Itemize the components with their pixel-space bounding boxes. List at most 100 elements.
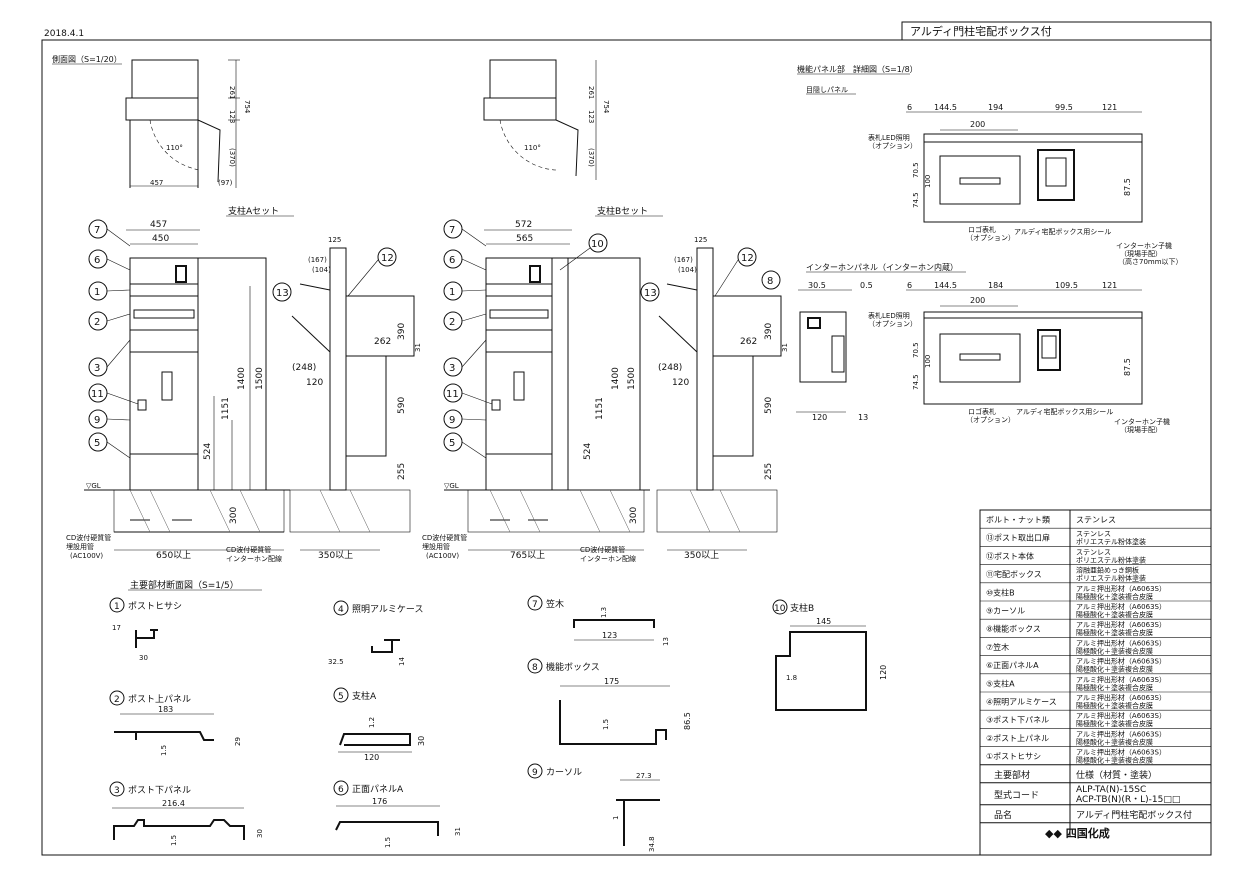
callout-11-b: 11: [446, 389, 459, 400]
sec-6-dim-c: 31: [454, 827, 462, 836]
spec-row-material: 陽極酸化＋塗装複合皮膜: [1076, 592, 1153, 601]
side-b-dim-261: 261: [587, 86, 595, 99]
side-view-b: 110° 261 123 754 (370): [483, 59, 610, 180]
d1-dim-74: 74.5: [912, 192, 920, 208]
d1-dim-200: 200: [970, 120, 985, 129]
spec-row-material: アルミ押出形材（A6063S）: [1076, 620, 1166, 629]
callout-13-b: 13: [644, 288, 657, 299]
spec-row-part: ⑬ポスト取出口扉: [986, 533, 1050, 543]
side-dim-261: 261: [228, 86, 236, 99]
set-a-note-left-1: CD波付硬質管: [66, 533, 111, 542]
callout-9-b: 9: [449, 415, 455, 426]
spec-row-part: ③ポスト下パネル: [986, 716, 1049, 725]
side-dim-13: 13: [858, 413, 868, 422]
spec-row-material: アルミ押出形材（A6063S）: [1076, 657, 1166, 666]
spec-table-frame: [979, 509, 1212, 856]
set-b-foundation: 765以上: [510, 550, 545, 561]
sec-9-name: カーソル: [546, 767, 582, 778]
callout-10-b: 10: [591, 239, 604, 250]
set-b-callouts: 7 6 1 2 3 11 9 5 10: [443, 219, 608, 459]
set-a-label: 支柱Aセット: [228, 205, 279, 217]
sec-2-name: ポスト上パネル: [128, 694, 191, 705]
set-b-side-350: 350以上: [684, 550, 719, 561]
sec-5-name: 支柱A: [352, 690, 377, 702]
d2-note-led-opt: （オプション）: [868, 320, 917, 328]
spec-row-material: 陽極酸化＋塗装複合皮膜: [1076, 646, 1153, 655]
spec-row-material: アルミ押出形材（A6063S）: [1076, 675, 1166, 684]
spec-row-part: ⑦笠木: [986, 642, 1009, 652]
d2-dim-6: 6: [907, 281, 912, 290]
sec-1-name: ポストヒサシ: [128, 601, 182, 612]
sections-label: 主要部材断面図（S=1/5）: [130, 579, 239, 591]
spec-footer-value: 仕様（材質・塗装）: [1076, 769, 1157, 781]
d1-note-intercom: インターホン子機: [1116, 241, 1172, 250]
sec-8-name: 機能ボックス: [546, 661, 600, 673]
sec-8-no: 8: [532, 663, 538, 673]
spec-row-material: 陽極酸化＋塗装複合皮膜: [1076, 719, 1153, 728]
set-b-height-300: 300: [629, 507, 639, 524]
set-a-side-104: (104): [312, 266, 331, 274]
spec-row-material: 陽極酸化＋塗装複合皮膜: [1076, 756, 1153, 765]
set-b-height-1151: 1151: [595, 397, 605, 420]
sec-5-dim-c: 30: [417, 736, 426, 746]
set-b-side-590: 590: [764, 397, 774, 414]
spec-row-material: ステンレス: [1076, 516, 1116, 525]
sec-9-dim-b: 1: [612, 816, 620, 820]
set-b-side-248: (248): [658, 363, 682, 373]
sec-9-dim-c: 34.8: [648, 836, 656, 852]
callout-12-b: 12: [741, 253, 754, 264]
sec-9-no: 9: [532, 768, 538, 778]
spec-row-part: ④照明アルミケース: [986, 698, 1057, 707]
sec-4-no: 4: [338, 605, 344, 615]
set-a-side-31: 31: [414, 343, 422, 352]
d1-dim-87: 87.5: [1123, 178, 1132, 196]
set-b-note-right-1: CD波付硬質管: [580, 545, 625, 554]
sec-3-name: ポスト下パネル: [128, 785, 191, 796]
d2-dim-200: 200: [970, 296, 985, 305]
set-b-side-section: 350以上 125 (167) (104) 390 262 31 (248) 1…: [640, 236, 789, 561]
spec-footer-label: 品名: [994, 809, 1012, 821]
side-dim-97: (97): [218, 179, 233, 187]
set-a-note-right-2: インターホン配線: [226, 554, 282, 563]
set-a-gl: ▽GL: [86, 482, 101, 490]
sec-10-dim-a: 145: [816, 617, 831, 626]
sec-1-no: 1: [114, 602, 120, 612]
d1-dim-100: 100: [924, 175, 932, 188]
spec-row-material: 陽極酸化＋塗装複合皮膜: [1076, 610, 1153, 619]
side-dim-754: 754: [243, 100, 251, 114]
set-b-side-120: 120: [672, 378, 689, 388]
detail-sub1: 目隠しパネル: [806, 85, 848, 94]
side-b-dim-123: 123: [587, 110, 595, 123]
sec-2-dim-a: 183: [158, 705, 173, 714]
spec-row-material: 陽極酸化＋塗装複合皮膜: [1076, 701, 1153, 710]
set-b-width-572: 572: [515, 220, 532, 230]
drawing-title: アルディ門柱宅配ボックス付: [910, 24, 1052, 38]
sec-3-dim-b: 1.5: [170, 835, 178, 846]
sec-6-dim-a: 176: [372, 797, 387, 806]
sheet-border: [41, 39, 1212, 856]
sec-7-dim-c: 13: [662, 637, 670, 646]
spec-row-material: 陽極酸化＋塗装複合皮膜: [1076, 737, 1153, 746]
spec-row-material: アルミ押出形材（A6063S）: [1076, 602, 1166, 611]
sec-10-dim-c: 120: [879, 665, 888, 680]
sec-10-dim-b: 1.8: [786, 674, 797, 682]
set-a-front-view: 支柱Aセット 457 450 ▽GL 650以上 CD波付硬質管 埋設用管 (A…: [66, 205, 294, 563]
d1-dim-70: 70.5: [912, 162, 920, 178]
side-b-angle: 110°: [524, 144, 541, 152]
d2-note-site: （現場手配）: [1120, 425, 1162, 434]
side-angle: 110°: [166, 144, 183, 152]
set-b-side-167: (167): [674, 256, 693, 264]
d1-dim-144: 144.5: [934, 103, 957, 112]
sec-8-dim-a: 175: [604, 677, 619, 686]
side-dim-30: 30.5: [808, 281, 826, 290]
spec-table: ボルト・ナット類ステンレス⑬ポスト取出口扉ステンレスポリエステル粉体塗装⑫ポスト…: [979, 509, 1212, 856]
set-a-side-590: 590: [397, 397, 407, 414]
side-b-dim-370: (370): [587, 148, 595, 167]
callout-3-a: 3: [94, 363, 100, 374]
set-b-note-right-2: インターホン配線: [580, 554, 636, 563]
d2-dim-74: 74.5: [912, 374, 920, 390]
callout-12-a: 12: [381, 253, 394, 264]
spec-row-material: 陽極酸化＋塗装複合皮膜: [1076, 683, 1153, 692]
callout-9-a: 9: [94, 415, 100, 426]
d1-dim-194: 194: [988, 103, 1003, 112]
